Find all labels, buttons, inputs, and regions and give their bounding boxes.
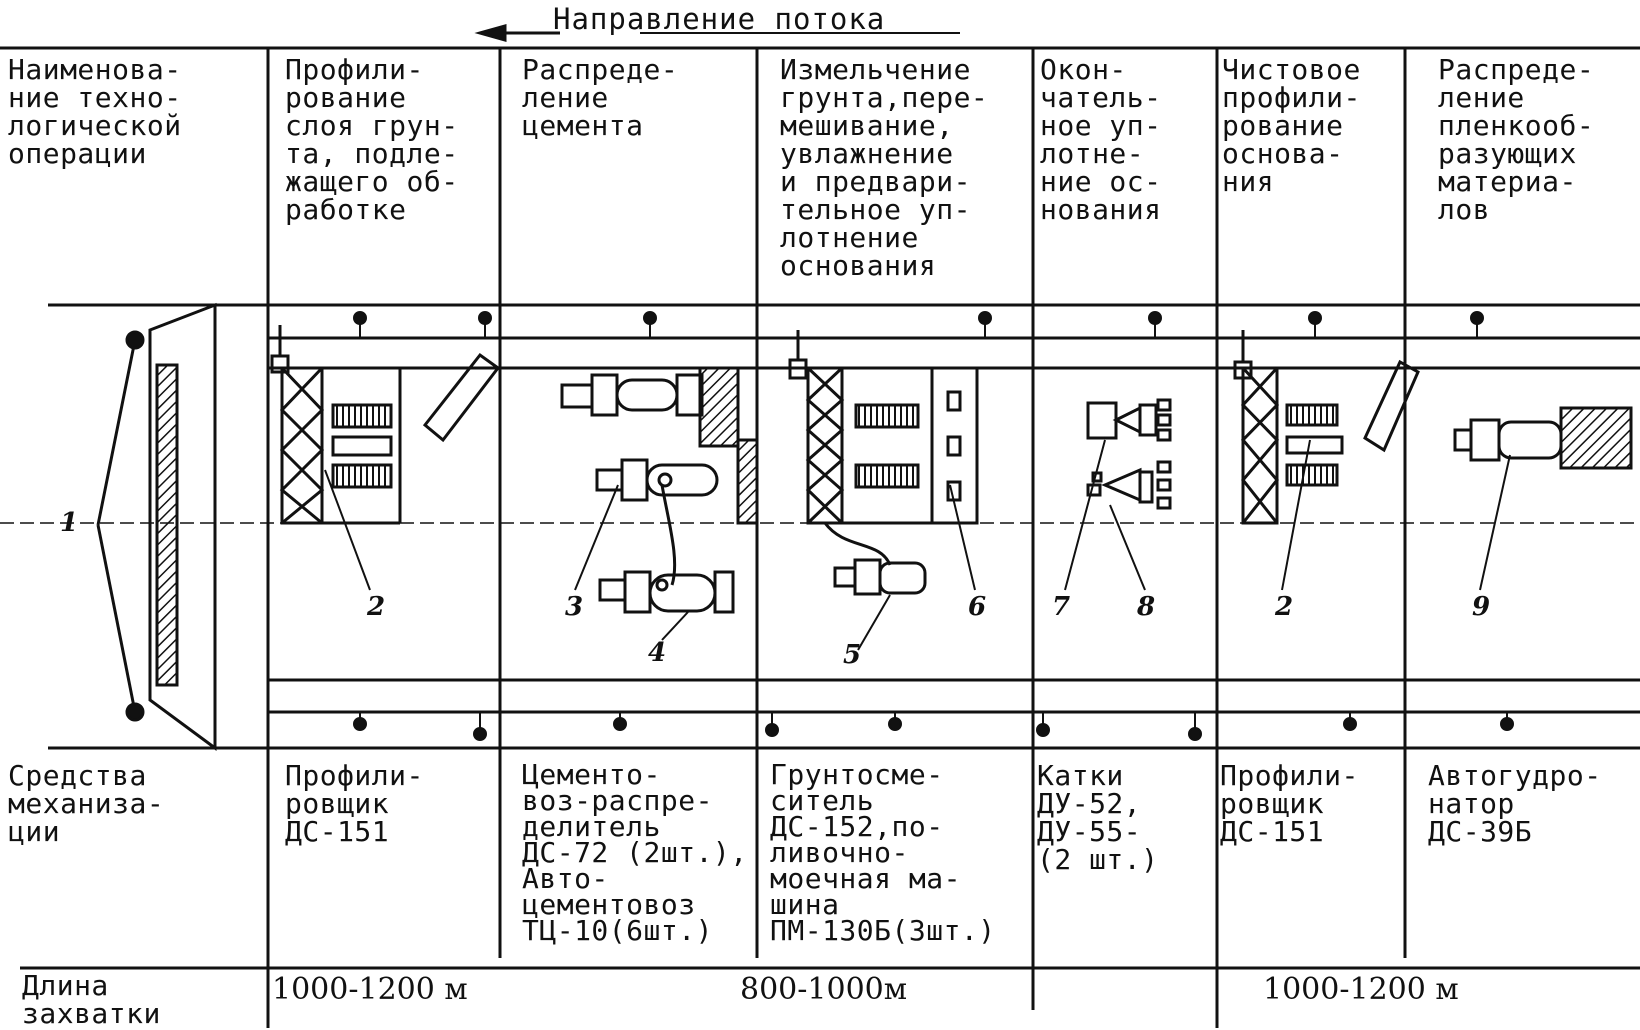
callout-1: 1	[60, 508, 79, 538]
callout-8: 8	[1137, 592, 1156, 622]
mechanization-2: Цементо- воз-распре- делитель ДС-72 (2шт…	[522, 758, 748, 947]
operation-1: Профили- рование слоя грун- та, подле- ж…	[285, 53, 459, 226]
length-1: 1000-1200 м	[272, 972, 468, 1007]
operation-4: Окон- чатель- ное уп- лотне- ние ос- нов…	[1040, 53, 1162, 226]
row-label-operation: Наименова- ние техно- логической операци…	[8, 53, 182, 170]
callout-7: 7	[1052, 592, 1071, 622]
operation-2: Распреде- ление цемента	[522, 53, 679, 142]
callout-2: 2	[367, 592, 386, 622]
operation-5: Чистовое профили- рование основа- ния	[1222, 53, 1361, 198]
operation-3: Измельчение грунта,пере- мешивание, увла…	[780, 53, 989, 282]
mechanization-1: Профили- ровщик ДС-151	[285, 759, 424, 848]
length-2: 800-1000м	[740, 972, 908, 1007]
callout-3: 3	[565, 592, 584, 622]
operation-6: Распреде- ление пленкооб- разующих матер…	[1438, 53, 1595, 226]
mechanization-6: Автогудро- натор ДС-39Б	[1428, 759, 1602, 848]
mechanization-3: Грунтосме- ситель ДС-152,по- ливочно- мо…	[770, 758, 996, 947]
row-label-mechanization: Средства механиза- ции	[8, 759, 165, 848]
mechanization-4: Катки ДУ-52, ДУ-55- (2 шт.)	[1037, 759, 1159, 876]
callout-5: 5	[843, 640, 862, 670]
callout-4: 4	[648, 638, 667, 668]
callout-6: 6	[968, 592, 987, 622]
mechanization-5: Профили- ровщик ДС-151	[1220, 759, 1359, 848]
flow-direction-title: Направление потока	[553, 2, 886, 36]
length-3: 1000-1200 м	[1263, 972, 1459, 1007]
callout-2b: 2	[1275, 592, 1294, 622]
callout-9: 9	[1472, 592, 1491, 622]
row-label-length: Длина захватки	[22, 969, 161, 1030]
